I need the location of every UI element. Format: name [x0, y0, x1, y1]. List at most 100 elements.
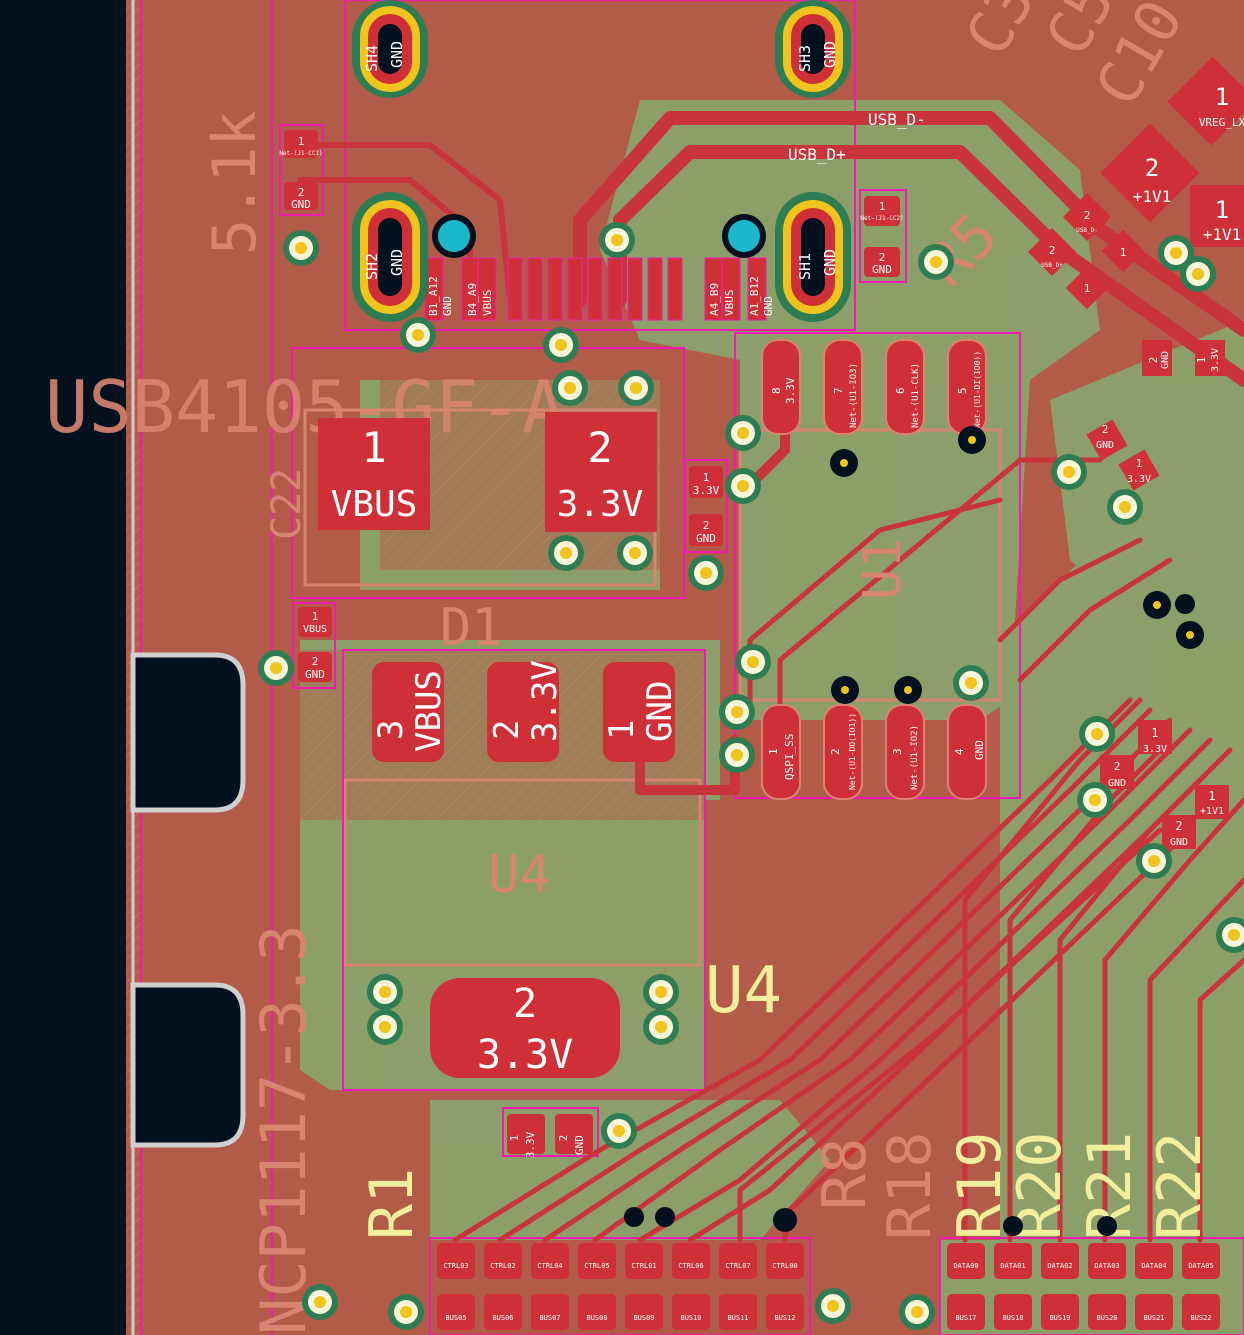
bottom-resistor-pads-left	[437, 1243, 804, 1330]
u4-pad3-net: VBUS	[409, 670, 449, 752]
c-vbus-pad1-num: 1	[312, 610, 319, 623]
rr-4-bottom: BUS20	[1096, 1314, 1117, 1322]
u1-pad6-num: 6	[894, 387, 907, 394]
rs-2-num: 1	[1195, 357, 1208, 364]
usb-pad-a4vbus: VBUS	[723, 290, 736, 317]
c-33-pad1-net: 3.3V	[693, 484, 720, 497]
rs-3-net: GND	[1096, 440, 1114, 451]
usb-pad-b1a12: B1_A12	[427, 276, 440, 316]
sh3-net: GND	[821, 41, 839, 68]
rl-6-bottom: BUS10	[680, 1314, 701, 1322]
r-cc1-pad2-num: 2	[298, 186, 305, 199]
rs-5-net: GND	[1108, 778, 1126, 789]
d1-pad1-num: 1	[361, 423, 386, 472]
npth-holes	[432, 214, 766, 258]
d1-fab-label: D1	[440, 598, 503, 658]
rr-2-bottom: BUS18	[1002, 1314, 1023, 1322]
u1-fab-label: U1	[853, 537, 913, 600]
vreg-pad3-num: 1	[1215, 196, 1229, 224]
r19-label: R19	[945, 1132, 1015, 1240]
rs-8-num: 2	[1175, 819, 1182, 833]
usb-ref-label: USB4105-GF-A	[45, 365, 565, 449]
d1-pad2-num: 2	[587, 423, 612, 472]
u1-pad5-num: 5	[956, 387, 969, 394]
u4-fab-label: U4	[488, 845, 551, 905]
c22-label: C22	[264, 468, 310, 540]
rr-1-bottom: BUS17	[955, 1314, 976, 1322]
ncp-ref-label: NCP1117-3.3	[247, 924, 320, 1335]
vreg-pad1-net: VREG_LX	[1199, 116, 1244, 129]
u1-pads	[761, 339, 987, 800]
u1-pad1-num: 1	[767, 748, 780, 755]
rr-4-top: DATA03	[1094, 1262, 1119, 1270]
u1-pad3-net: Net-(U1-IO2)	[910, 725, 920, 790]
rs-7-net: +1V1	[1200, 806, 1224, 817]
rl-2-bottom: BUS06	[492, 1314, 513, 1322]
r-cc2-pad2-num: 2	[879, 251, 886, 264]
u1-pad8-net: 3.3V	[784, 377, 797, 404]
usb-pad-a4b9: A4_B9	[708, 283, 721, 316]
sh1-label: SH1	[796, 253, 814, 280]
rs-1-net: GND	[1160, 351, 1171, 369]
u4-silk-label: U4	[705, 954, 782, 1028]
u4-pad3-num: 3	[371, 720, 411, 740]
u1-pad4-num: 4	[953, 748, 966, 755]
vreg-pad1-num: 1	[1215, 83, 1229, 111]
u1-pad2-num: 2	[829, 748, 842, 755]
c-33-pad2-num: 2	[703, 519, 710, 532]
rl-5-top: CTRL01	[631, 1262, 656, 1270]
u1-pad8-num: 8	[770, 387, 783, 394]
u1-pad4-net: GND	[973, 740, 986, 760]
c-vbus-pad2-num: 2	[312, 655, 319, 668]
vreg-pad3-net: +1V1	[1203, 225, 1242, 244]
rl-6-top: CTRL06	[678, 1262, 703, 1270]
rl-8-bottom: BUS12	[774, 1314, 795, 1322]
r18-label: R18	[875, 1132, 945, 1240]
rl-3-top: CTRL04	[537, 1262, 562, 1270]
r-5k1-label: 5.1k	[200, 111, 270, 256]
d1-pad1-net: VBUS	[331, 484, 418, 525]
rr-5-top: DATA04	[1141, 1262, 1166, 1270]
rs-10-num: 2	[1049, 244, 1056, 257]
net-label-usb-dm: USB_D-	[868, 110, 926, 129]
rr-6-bottom: BUS22	[1190, 1314, 1211, 1322]
c-vbus-pad1-net: VBUS	[303, 624, 327, 635]
rs-6-net: 3.3V	[1143, 744, 1167, 755]
u4-pad2-net: 3.3V	[525, 660, 565, 742]
r22-label: R22	[1145, 1132, 1215, 1240]
rr-1-top: DATA00	[953, 1262, 978, 1270]
sh1-net: GND	[821, 249, 839, 276]
d1-pads	[318, 412, 657, 532]
vias	[258, 222, 1244, 1330]
rs-5-num: 2	[1114, 760, 1121, 773]
usb-pad-b1gnd: GND	[441, 296, 454, 316]
d1-pad2-net: 3.3V	[557, 484, 644, 525]
u4-tab-net: 3.3V	[477, 1032, 573, 1078]
usb-pad-a1b12: A1_B12	[748, 276, 761, 316]
rs-9-num: 2	[1084, 209, 1091, 222]
u4-pad1-num: 1	[602, 720, 642, 740]
rs-4-net: 3.3V	[1127, 474, 1151, 485]
vreg-pad2-net: +1V1	[1133, 187, 1172, 206]
courtyards	[279, 0, 1244, 1335]
rs-4-num: 1	[1136, 457, 1143, 470]
c-u4-pad1-num: 1	[508, 1135, 521, 1142]
net-label-usb-dp: USB_D+	[788, 145, 846, 164]
u1-pad7-num: 7	[832, 387, 845, 394]
c-33-pad1-num: 1	[703, 471, 710, 484]
usb-shield-pads	[352, 0, 851, 322]
rl-8-top: CTRL00	[772, 1262, 797, 1270]
rs-11-num: 1	[1120, 246, 1127, 259]
vreg-pad2-num: 2	[1145, 154, 1159, 182]
r8-label: R8	[810, 1138, 880, 1210]
sh2-label: SH2	[363, 253, 381, 280]
c-u4-pad2-num: 2	[557, 1135, 570, 1142]
rl-7-top: CTRL07	[725, 1262, 750, 1270]
r-cc2-pad1-num: 1	[879, 200, 886, 213]
u1-pad6-net: Net-(U1-CLK)	[911, 363, 921, 428]
sh2-net: GND	[388, 249, 406, 276]
rl-4-bottom: BUS08	[586, 1314, 607, 1322]
rl-1-bottom: BUS05	[445, 1314, 466, 1322]
u1-pad5-net: Net-(U1-DI(IO0))	[973, 351, 982, 428]
